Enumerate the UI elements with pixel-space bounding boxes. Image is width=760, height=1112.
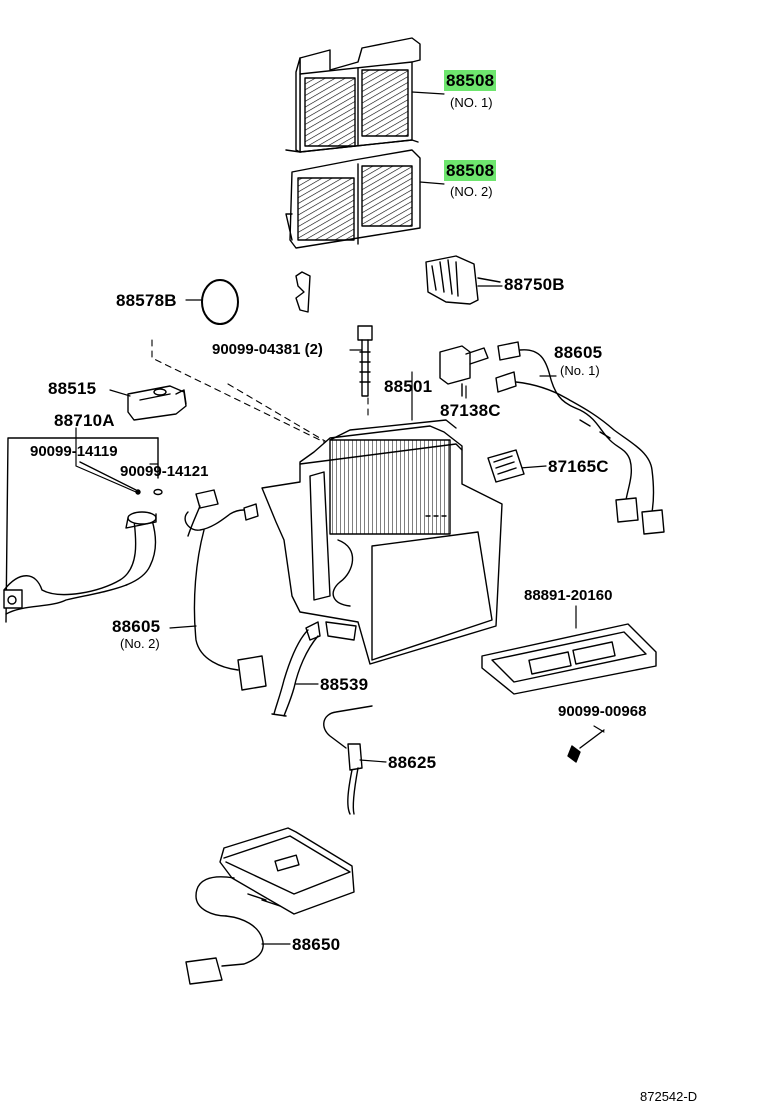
filter-no1-drawing (285, 37, 421, 153)
part-sub-no2: (NO. 2) (450, 184, 493, 199)
o-ring-drawing (201, 279, 239, 325)
cover-drawing (481, 623, 657, 695)
part-label-87165c[interactable]: 87165C (548, 457, 609, 476)
part-label-88539[interactable]: 88539 (320, 675, 369, 694)
drain-hose-drawing (271, 621, 321, 717)
part-label-88508-no1[interactable]: 88508 (444, 70, 497, 91)
thermistor-drawing (323, 705, 373, 815)
label-leaders (75, 91, 605, 945)
part-label-87138c[interactable]: 87138C (440, 401, 501, 420)
diagram-reference-number: 872542-D (640, 1089, 698, 1104)
clip-drawing (295, 271, 311, 313)
part-label-88578b[interactable]: 88578B (116, 291, 177, 310)
expansion-valve-drawing (127, 385, 187, 421)
part-label-88501[interactable]: 88501 (384, 377, 433, 396)
bolt-drawing (357, 325, 373, 397)
harness-no2-drawing (184, 489, 267, 691)
screw-drawing (567, 729, 605, 763)
part-label-88605-no2[interactable]: 88605 (112, 617, 161, 636)
connector-87165c-drawing (487, 449, 525, 483)
dashed-leaders (151, 339, 369, 445)
filter-no2-drawing (285, 149, 421, 249)
part-label-90099-00968[interactable]: 90099-00968 (558, 703, 647, 720)
part-label-88750b[interactable]: 88750B (504, 275, 565, 294)
part-label-90099-14119[interactable]: 90099-14119 (30, 443, 118, 460)
part-sub-88605-no1: (No. 1) (560, 363, 600, 378)
part-label-88650[interactable]: 88650 (292, 935, 341, 954)
pipe-drawing (3, 437, 163, 623)
part-label-88515[interactable]: 88515 (48, 379, 97, 398)
control-unit-drawing (185, 827, 355, 985)
part-label-90099-04381[interactable]: 90099-04381 (2) (212, 341, 323, 358)
part-number-88508-no1[interactable]: 88508 (444, 70, 497, 91)
relay-drawing (439, 345, 489, 397)
part-sub-88605-no2: (No. 2) (120, 636, 160, 651)
part-label-88891-20160[interactable]: 88891-20160 (524, 587, 613, 604)
part-label-90099-14121[interactable]: 90099-14121 (120, 463, 209, 480)
part-label-88710a[interactable]: 88710A (54, 411, 115, 430)
part-label-88605-no1[interactable]: 88605 (554, 343, 603, 362)
part-label-88508-no2[interactable]: 88508 (444, 160, 497, 181)
resistor-drawing (425, 255, 501, 305)
part-sub-no1: (NO. 1) (450, 95, 493, 110)
part-label-88625[interactable]: 88625 (388, 753, 437, 772)
harness-no1-drawing (495, 341, 665, 535)
evaporator-drawing (261, 419, 503, 665)
part-number-88508-no2[interactable]: 88508 (444, 160, 497, 181)
